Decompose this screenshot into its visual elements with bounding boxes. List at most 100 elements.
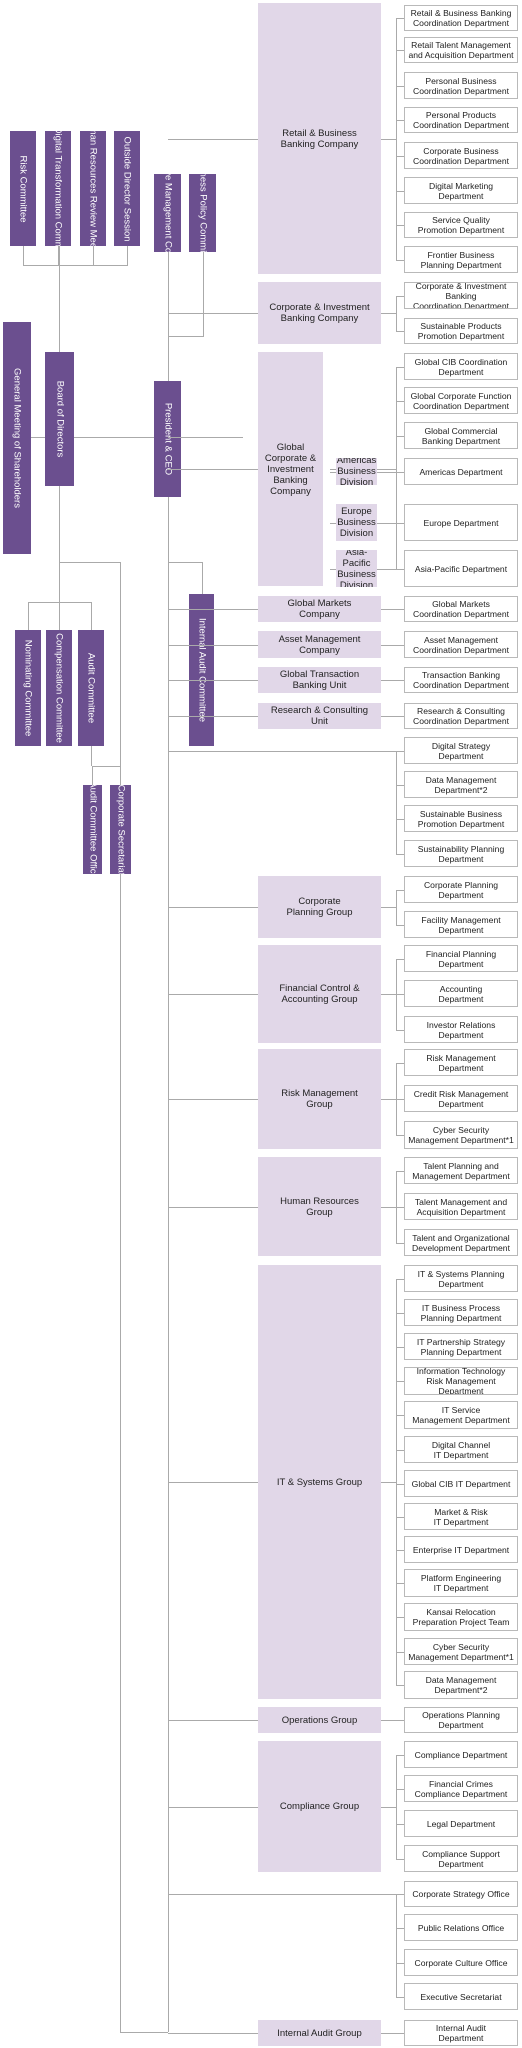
department-box[interactable]: Digital Channel IT Department bbox=[404, 1436, 518, 1463]
audit-committee-office-box[interactable]: Audit Committee Office bbox=[83, 785, 102, 874]
department-box[interactable]: Global Corporate Function Coordination D… bbox=[404, 387, 518, 414]
unit-box[interactable]: Internal Audit Group bbox=[258, 2020, 381, 2046]
department-box[interactable]: Kansai Relocation Preparation Project Te… bbox=[404, 1603, 518, 1631]
department-box[interactable]: Americas Department bbox=[404, 458, 518, 485]
department-box[interactable]: Sustainability Planning Department bbox=[404, 840, 518, 867]
department-box[interactable]: Public Relations Office bbox=[404, 1914, 518, 1941]
unit-box[interactable]: Asset Management Company bbox=[258, 631, 381, 658]
department-box[interactable]: Global CIB IT Department bbox=[404, 1470, 518, 1497]
department-box[interactable]: Credit Risk Management Department bbox=[404, 1085, 518, 1112]
unit-box[interactable]: Operations Group bbox=[258, 1707, 381, 1733]
department-box[interactable]: Global Markets Coordination Department bbox=[404, 596, 518, 622]
department-box[interactable]: Market & Risk IT Department bbox=[404, 1503, 518, 1530]
department-box[interactable]: Financial Crimes Compliance Department bbox=[404, 1775, 518, 1802]
department-box[interactable]: Platform Engineering IT Department bbox=[404, 1569, 518, 1597]
president-box[interactable]: President & CEO bbox=[154, 381, 181, 497]
nominating-committee-box[interactable]: Nominating Committee bbox=[15, 630, 41, 746]
division-box[interactable]: Asia-Pacific Business Division bbox=[336, 550, 377, 587]
unit-box[interactable]: Research & Consulting Unit bbox=[258, 703, 381, 729]
department-box[interactable]: Corporate & Investment Banking Coordinat… bbox=[404, 282, 518, 309]
corporate-secretariat-box[interactable]: Corporate Secretariat bbox=[110, 785, 131, 874]
hr-review-label: Human Resources Review Meeting bbox=[87, 131, 99, 246]
department-box[interactable]: Global CIB Coordination Department bbox=[404, 353, 518, 380]
department-box[interactable]: Investor Relations Department bbox=[404, 1016, 518, 1043]
connector-line bbox=[396, 18, 397, 260]
department-box[interactable]: IT Partnership Strategy Planning Departm… bbox=[404, 1333, 518, 1360]
department-box[interactable]: Talent and Organizational Development De… bbox=[404, 1229, 518, 1256]
department-box[interactable]: Internal Audit Department bbox=[404, 2020, 518, 2046]
department-box[interactable]: Research & Consulting Coordination Depar… bbox=[404, 703, 518, 729]
department-box[interactable]: Corporate Business Coordination Departme… bbox=[404, 142, 518, 169]
department-box[interactable]: Asset Management Coordination Department bbox=[404, 631, 518, 658]
unit-box[interactable]: Financial Control & Accounting Group bbox=[258, 945, 381, 1043]
department-box[interactable]: Facility Management Department bbox=[404, 911, 518, 938]
unit-box[interactable]: Global Transaction Banking Unit bbox=[258, 667, 381, 693]
department-box[interactable]: IT Business Process Planning Department bbox=[404, 1299, 518, 1326]
department-box[interactable]: Corporate Planning Department bbox=[404, 876, 518, 903]
connector-line bbox=[202, 562, 203, 594]
department-box[interactable]: Digital Strategy Department bbox=[404, 737, 518, 764]
department-box[interactable]: Asia-Pacific Department bbox=[404, 550, 518, 587]
department-box[interactable]: Accounting Department bbox=[404, 980, 518, 1007]
department-box[interactable]: Operations Planning Department bbox=[404, 1707, 518, 1733]
department-box[interactable]: Europe Department bbox=[404, 504, 518, 541]
division-box[interactable]: Europe Business Division bbox=[336, 504, 377, 541]
connector-line bbox=[396, 958, 404, 960]
department-box[interactable]: Personal Business Coordination Departmen… bbox=[404, 72, 518, 99]
unit-box[interactable]: Corporate Planning Group bbox=[258, 876, 381, 938]
unit-box[interactable]: Compliance Group bbox=[258, 1741, 381, 1872]
it-dx-committee-label: IT / Digital Transformation Committee bbox=[52, 131, 64, 246]
it-dx-committee-box[interactable]: IT / Digital Transformation Committee bbox=[45, 131, 71, 246]
department-box[interactable]: Sustainable Business Promotion Departmen… bbox=[404, 805, 518, 832]
department-box[interactable]: Digital Marketing Department bbox=[404, 177, 518, 204]
department-box[interactable]: Personal Products Coordination Departmen… bbox=[404, 107, 518, 133]
department-box[interactable]: Data Management Department*2 bbox=[404, 1671, 518, 1699]
division-box[interactable]: Americas Business Division bbox=[336, 458, 377, 485]
business-policy-box[interactable]: Business Policy Committees bbox=[189, 174, 216, 252]
connector-line bbox=[127, 246, 128, 265]
connector-line bbox=[59, 562, 120, 563]
unit-box[interactable]: Retail & Business Banking Company bbox=[258, 3, 381, 274]
department-box[interactable]: Cyber Security Management Department*1 bbox=[404, 1121, 518, 1149]
department-box[interactable]: IT & Systems Planning Department bbox=[404, 1265, 518, 1292]
department-box[interactable]: Executive Secretariat bbox=[404, 1983, 518, 2010]
internal-audit-committee-box[interactable]: Internal Audit Committee bbox=[189, 594, 214, 746]
compensation-committee-box[interactable]: Compensation Committee bbox=[46, 630, 72, 746]
department-box[interactable]: IT Service Management Department bbox=[404, 1401, 518, 1429]
department-box[interactable]: Sustainable Products Promotion Departmen… bbox=[404, 318, 518, 344]
unit-box[interactable]: Human Resources Group bbox=[258, 1157, 381, 1256]
unit-box[interactable]: Global Markets Company bbox=[258, 596, 381, 622]
unit-box[interactable]: Corporate & Investment Banking Company bbox=[258, 282, 381, 344]
department-box[interactable]: Retail Talent Management and Acquisition… bbox=[404, 37, 518, 63]
audit-committee-box[interactable]: Audit Committee bbox=[78, 630, 104, 746]
department-box[interactable]: Corporate Culture Office bbox=[404, 1949, 518, 1976]
department-box[interactable]: Talent Management and Acquisition Depart… bbox=[404, 1193, 518, 1220]
connector-line bbox=[28, 602, 29, 630]
department-box[interactable]: Corporate Strategy Office bbox=[404, 1881, 518, 1907]
department-box[interactable]: Frontier Business Planning Department bbox=[404, 246, 518, 273]
risk-committee-box[interactable]: Risk Committee bbox=[10, 131, 36, 246]
department-box[interactable]: Data Management Department*2 bbox=[404, 771, 518, 798]
shareholders-box[interactable]: General Meeting of Shareholders bbox=[3, 322, 31, 554]
department-box[interactable]: Transaction Banking Coordination Departm… bbox=[404, 667, 518, 693]
exec-mgmt-committee-box[interactable]: Executive Management Committee bbox=[154, 174, 181, 252]
department-box[interactable]: Global Commercial Banking Department bbox=[404, 422, 518, 449]
unit-box[interactable]: IT & Systems Group bbox=[258, 1265, 381, 1699]
unit-box[interactable]: Global Corporate & Investment Banking Co… bbox=[258, 352, 323, 586]
department-box[interactable]: Enterprise IT Department bbox=[404, 1536, 518, 1563]
unit-box[interactable]: Risk Management Group bbox=[258, 1049, 381, 1149]
hr-review-box[interactable]: Human Resources Review Meeting bbox=[80, 131, 106, 246]
department-box[interactable]: Talent Planning and Management Departmen… bbox=[404, 1157, 518, 1184]
board-box[interactable]: Board of Directors bbox=[45, 352, 74, 486]
department-box[interactable]: Compliance Support Department bbox=[404, 1845, 518, 1872]
department-box[interactable]: Service Quality Promotion Department bbox=[404, 212, 518, 238]
department-box[interactable]: Information Technology Risk Management D… bbox=[404, 1367, 518, 1395]
department-box[interactable]: Legal Department bbox=[404, 1810, 518, 1837]
department-box[interactable]: Retail & Business Banking Coordination D… bbox=[404, 5, 518, 31]
connector-line bbox=[396, 993, 404, 995]
department-box[interactable]: Compliance Department bbox=[404, 1741, 518, 1768]
department-box[interactable]: Cyber Security Management Department*1 bbox=[404, 1638, 518, 1665]
department-box[interactable]: Risk Management Department bbox=[404, 1049, 518, 1076]
department-box[interactable]: Financial Planning Department bbox=[404, 945, 518, 972]
outside-director-box[interactable]: Outside Director Session bbox=[114, 131, 140, 246]
